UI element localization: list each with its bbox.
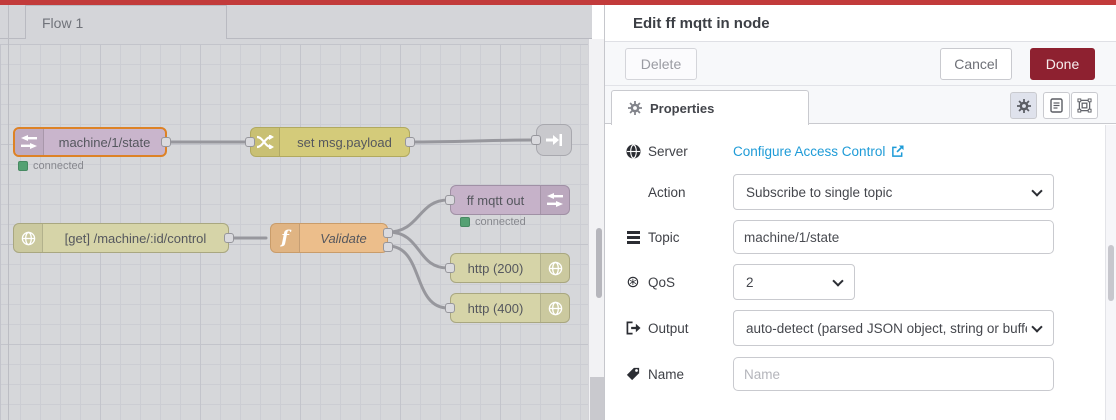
- output-select[interactable]: auto-detect (parsed JSON object, string …: [733, 310, 1054, 346]
- workspace-scrollbar-corner: [590, 377, 605, 420]
- sign-out-icon: [625, 321, 641, 335]
- output-label: Output: [625, 321, 733, 336]
- action-label: Action: [648, 184, 686, 200]
- mqtt-icon: [540, 186, 569, 214]
- status-text: connected: [33, 160, 84, 172]
- qos-row: ⊛ QoS 2: [625, 264, 1096, 300]
- output-port-1[interactable]: [383, 228, 393, 238]
- node-label: http (200): [467, 260, 524, 276]
- action-select[interactable]: Subscribe to single topic: [733, 174, 1054, 210]
- delete-button[interactable]: Delete: [625, 48, 697, 80]
- workspace-scrollbar-thumb[interactable]: [596, 228, 602, 298]
- description-mini-button[interactable]: [1043, 92, 1070, 119]
- globe-icon: [625, 143, 641, 159]
- node-function[interactable]: f Validate: [270, 223, 393, 253]
- appearance-icon: [1077, 98, 1092, 113]
- tab-properties[interactable]: Properties: [611, 90, 809, 125]
- node-http-response-400[interactable]: http (400): [445, 293, 570, 323]
- node-label: Validate: [320, 230, 367, 246]
- workspace-scrollbar-track: [588, 39, 605, 420]
- qos-label: ⊛ QoS: [626, 272, 676, 291]
- properties-mini-button[interactable]: [1010, 92, 1037, 119]
- panel-scrollbar-thumb[interactable]: [1108, 245, 1114, 301]
- node-link-out[interactable]: [531, 124, 572, 156]
- node-label: http (400): [467, 300, 524, 316]
- panel-scrollbar-track: [1105, 125, 1116, 420]
- server-label: Server: [625, 144, 733, 159]
- shuffle-icon: [251, 128, 280, 156]
- node-status: connected: [460, 216, 526, 228]
- topic-row: Topic: [625, 219, 1096, 255]
- node-mqtt-out[interactable]: ff mqtt out: [445, 185, 570, 215]
- topic-label: Topic: [625, 230, 733, 245]
- tag-icon: [625, 367, 641, 381]
- node-properties-form: Server Configure Access Control Action S…: [605, 124, 1116, 420]
- globe-icon: [540, 254, 569, 282]
- node-mqtt-in[interactable]: machine/1/state: [13, 127, 171, 157]
- globe-icon: [540, 294, 569, 322]
- node-label: ff mqtt out: [466, 192, 525, 208]
- editor-tab-row: Properties: [605, 86, 1116, 125]
- input-port[interactable]: [445, 263, 455, 273]
- tab-flow-1[interactable]: Flow 1: [25, 5, 227, 39]
- node-status: connected: [18, 160, 84, 172]
- flow-tabbar: Flow 1: [0, 5, 592, 39]
- node-label: set msg.payload: [297, 134, 392, 150]
- tasks-icon: [625, 230, 641, 244]
- globe-icon: [14, 224, 43, 252]
- output-port-2[interactable]: [383, 242, 393, 252]
- name-input[interactable]: [733, 357, 1054, 391]
- flow-tab-label: Flow 1: [42, 14, 84, 31]
- chevron-down-icon: [832, 275, 844, 287]
- name-row: Name: [625, 356, 1096, 392]
- status-dot-icon: [460, 217, 470, 227]
- qos-select[interactable]: 2: [733, 264, 855, 300]
- name-label: Name: [625, 367, 733, 382]
- configure-access-control-link[interactable]: Configure Access Control: [733, 144, 904, 159]
- output-port[interactable]: [161, 137, 171, 147]
- topic-input[interactable]: [733, 220, 1054, 254]
- gear-icon: [1016, 98, 1031, 113]
- chevron-down-icon: [1031, 321, 1043, 333]
- panel-button-row: Delete Cancel Done: [605, 42, 1116, 86]
- node-http-in[interactable]: [get] /machine/:id/control: [13, 223, 234, 253]
- status-text: connected: [475, 216, 526, 228]
- server-row: Server Configure Access Control: [625, 133, 1096, 169]
- chevron-down-icon: [1031, 185, 1043, 197]
- cancel-button[interactable]: Cancel: [940, 48, 1012, 80]
- panel-title: Edit ff mqtt in node: [633, 14, 770, 32]
- appearance-mini-button[interactable]: [1071, 92, 1098, 119]
- document-icon: [1050, 98, 1063, 113]
- output-port[interactable]: [405, 137, 415, 147]
- properties-tab-label: Properties: [650, 100, 715, 116]
- function-icon: f: [271, 224, 300, 252]
- output-port[interactable]: [224, 233, 234, 243]
- output-row: Output auto-detect (parsed JSON object, …: [625, 310, 1096, 346]
- input-port[interactable]: [531, 135, 541, 145]
- done-button[interactable]: Done: [1030, 48, 1095, 80]
- link-out-icon: [546, 134, 562, 146]
- gear-icon: [628, 101, 642, 115]
- external-link-icon: [892, 144, 904, 157]
- top-accent-bar: [0, 0, 1116, 5]
- empire-icon: ⊛: [626, 272, 640, 291]
- palette-edge: [8, 5, 9, 420]
- input-port[interactable]: [245, 137, 255, 147]
- mqtt-icon: [15, 129, 44, 155]
- node-http-response-200[interactable]: http (200): [445, 253, 570, 283]
- node-label: machine/1/state: [58, 134, 151, 150]
- input-port[interactable]: [445, 195, 455, 205]
- panel-header: Edit ff mqtt in node: [605, 5, 1116, 42]
- action-row: Action Subscribe to single topic: [625, 174, 1096, 210]
- node-change[interactable]: set msg.payload: [245, 127, 415, 157]
- node-label: [get] /machine/:id/control: [64, 230, 207, 246]
- flow-wires: [165, 138, 534, 310]
- edit-node-panel: Edit ff mqtt in node Delete Cancel Done …: [604, 5, 1116, 420]
- input-port[interactable]: [445, 303, 455, 313]
- status-dot-icon: [18, 161, 28, 171]
